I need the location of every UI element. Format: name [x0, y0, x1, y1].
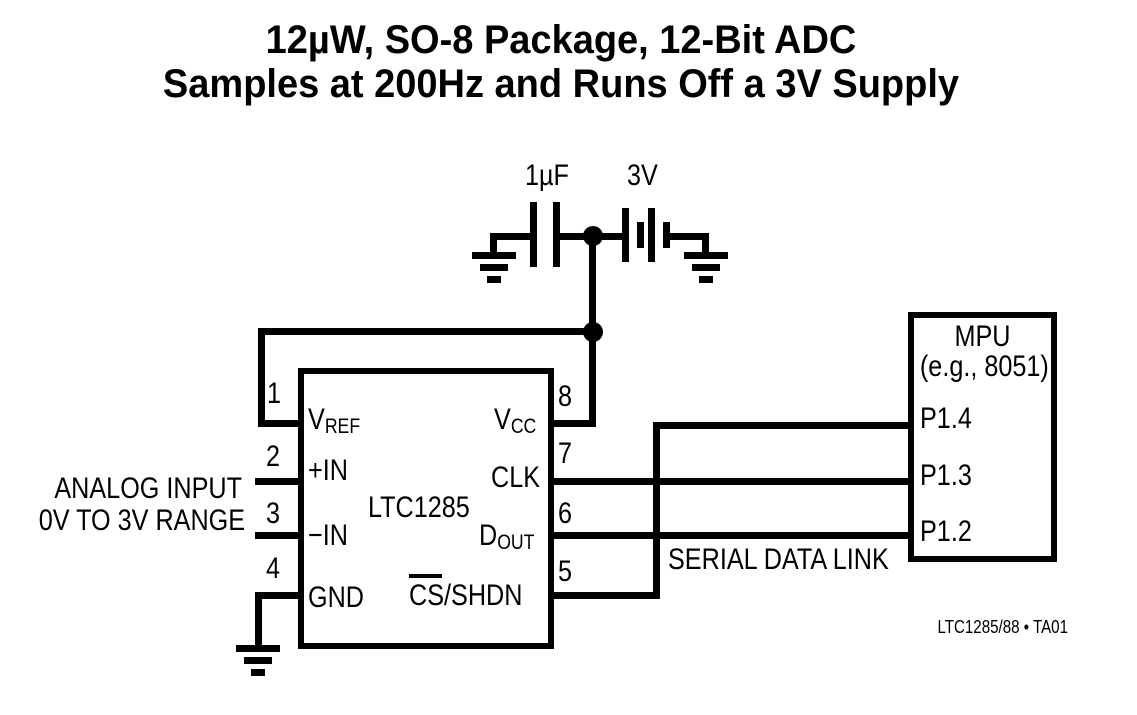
- schematic-title-line2: Samples at 200Hz and Runs Off a 3V Suppl…: [162, 62, 960, 106]
- pin-label-dout: DOUT: [479, 519, 535, 554]
- pin1-stub: [258, 420, 304, 427]
- wire-gnd-pin-drop: [255, 592, 262, 648]
- pin8-stub: [549, 420, 596, 427]
- pin-label-neg-in: −IN: [308, 519, 348, 552]
- pin-label-cs-shdn: CS/SHDN: [409, 579, 523, 612]
- schematic-title-line1: 12µW, SO-8 Package, 12-Bit ADC: [265, 18, 857, 62]
- pin4-stub: [255, 592, 304, 599]
- pin-number-2: 2: [266, 440, 281, 473]
- wire-dout-to-p12: [549, 532, 914, 539]
- battery-voltage-label: 3V: [627, 159, 658, 192]
- battery-plate-long: [648, 208, 655, 262]
- mpu-port-p14: P1.4: [920, 402, 972, 435]
- mpu-name: MPU: [954, 320, 1011, 353]
- pin-label-clk: CLK: [491, 461, 541, 494]
- battery-plate-short: [637, 222, 644, 248]
- mpu-port-p12: P1.2: [920, 515, 972, 548]
- cs-overline: [409, 574, 442, 578]
- ground-bar: [699, 276, 713, 283]
- wire-cap-to-ground: [490, 233, 537, 240]
- figure-reference: LTC1285/88 • TA01: [937, 617, 1068, 637]
- wire-supply-drop: [589, 236, 596, 332]
- mpu-box: [908, 312, 1057, 562]
- battery-plate-short: [663, 222, 670, 248]
- pin-number-3: 3: [266, 497, 281, 530]
- pin-number-7: 7: [558, 437, 573, 470]
- wire-battery-to-ground: [670, 233, 709, 240]
- analog-input-label: ANALOG INPUT 0V TO 3V RANGE: [38, 472, 246, 537]
- ground-bar: [684, 252, 728, 259]
- wire-vref-top: [258, 328, 596, 335]
- wire-vcc-drop: [589, 332, 596, 427]
- ground-bar: [236, 645, 280, 652]
- mpu-port-p13: P1.3: [920, 459, 972, 492]
- pin5-stub: [549, 592, 660, 599]
- pin-label-gnd: GND: [308, 581, 365, 614]
- capacitor-value-label: 1µF: [525, 159, 569, 192]
- wire-vref-left: [258, 328, 265, 427]
- mpu-example: (e.g., 8051): [919, 350, 1049, 383]
- serial-data-link-label: SERIAL DATA LINK: [668, 543, 889, 576]
- pin-label-vref: VREF: [308, 403, 361, 438]
- ground-bar: [251, 669, 265, 676]
- wire-cs-to-p14: [653, 422, 914, 429]
- pin-number-1: 1: [267, 377, 282, 410]
- capacitor-plate-left: [530, 202, 537, 267]
- pin3-stub: [255, 532, 304, 539]
- ground-bar: [244, 657, 272, 664]
- analog-input-line2: 0V TO 3V RANGE: [38, 504, 246, 537]
- adc-part-number: LTC1285: [368, 491, 470, 524]
- ground-bar: [692, 264, 720, 271]
- wire-cs-riser: [653, 422, 660, 599]
- ground-bar: [480, 264, 508, 271]
- pin-number-4: 4: [266, 552, 281, 585]
- pin-label-vcc: VCC: [494, 403, 537, 438]
- ground-bar: [472, 252, 516, 259]
- wire-clk-to-p13: [549, 478, 914, 485]
- pin-number-8: 8: [558, 380, 573, 413]
- battery-plate-long: [622, 208, 629, 262]
- wire-cap-ground-drop: [490, 233, 497, 259]
- pin2-stub: [255, 478, 304, 485]
- wire-battery-ground-drop: [702, 233, 709, 259]
- pin-number-6: 6: [558, 497, 573, 530]
- pin-number-5: 5: [558, 555, 573, 588]
- adc-box: [298, 368, 554, 649]
- ground-bar: [487, 276, 501, 283]
- pin-label-pos-in: +IN: [308, 454, 348, 487]
- analog-input-line1: ANALOG INPUT: [54, 472, 242, 505]
- capacitor-plate-right: [553, 202, 560, 267]
